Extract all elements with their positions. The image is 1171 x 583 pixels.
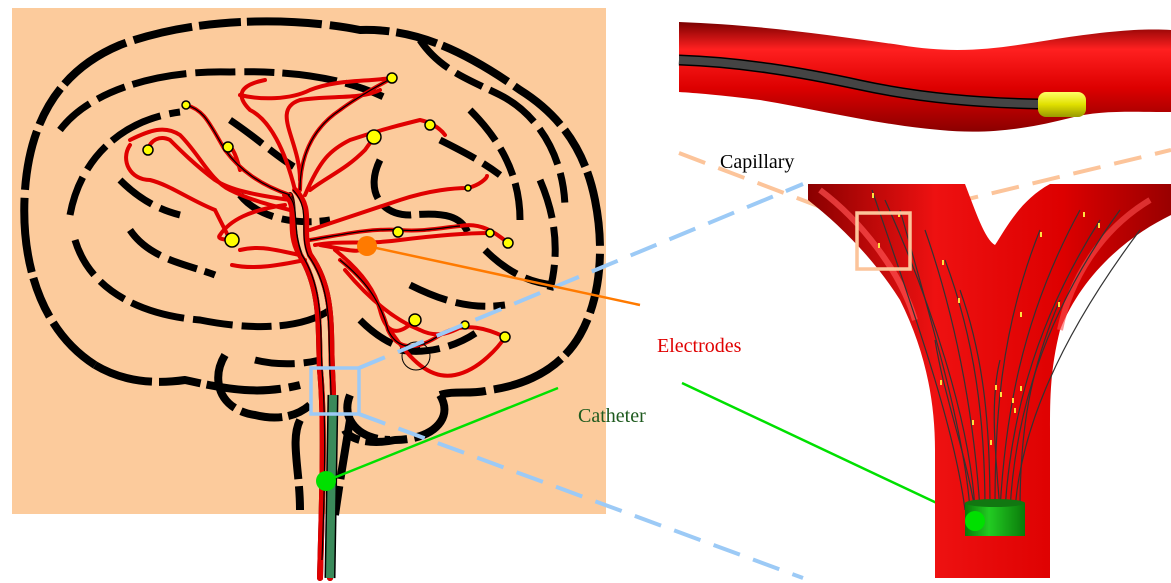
catheter-pointer-line-right [682, 383, 975, 521]
electrode-node [425, 120, 435, 130]
capillary-label: Capillary [720, 151, 794, 173]
electrode-node [367, 130, 381, 144]
electrode-node [143, 145, 153, 155]
electrode-node [223, 142, 233, 152]
electrodes-pointer-dot [357, 236, 377, 256]
electrode-node [465, 185, 471, 191]
electrode-node [500, 332, 510, 342]
bifurcation-panel [808, 184, 1171, 578]
capillary-vessel [679, 22, 1171, 132]
electrode-node [182, 101, 190, 109]
electrode-node [409, 314, 421, 326]
electrode-node [393, 227, 403, 237]
catheter-pointer-dot-right [965, 511, 985, 531]
capillary-panel [679, 22, 1171, 132]
electrode-node [503, 238, 513, 248]
electrode-node [486, 229, 494, 237]
electrodes-label: Electrodes [657, 335, 742, 357]
catheter-pointer-dot-left [316, 471, 336, 491]
electrode-node [225, 233, 239, 247]
brain-panel [12, 8, 606, 578]
electrode-node [387, 73, 397, 83]
catheter-label: Catheter [578, 405, 646, 427]
capillary-electrode-capsule [1038, 92, 1086, 117]
